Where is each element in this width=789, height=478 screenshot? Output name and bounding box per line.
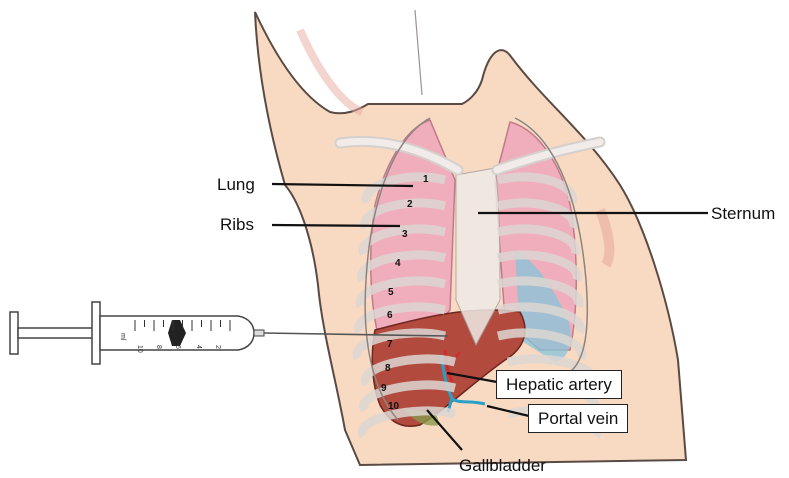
rib-number-7: 7 <box>387 339 393 350</box>
rib-number-2: 2 <box>407 199 413 210</box>
rib-number-8: 8 <box>385 363 391 374</box>
plunger-thumb-rest <box>10 312 18 354</box>
scale-number-2: 2 <box>214 345 221 349</box>
rib-number-3: 3 <box>402 229 408 240</box>
label-sternum: Sternum <box>711 205 775 222</box>
rib-number-1: 1 <box>423 174 429 185</box>
rib-number-9: 9 <box>381 383 387 394</box>
label-portal-vein: Portal vein <box>528 404 628 433</box>
rib-number-4: 4 <box>395 258 401 269</box>
scale-number-8: 8 <box>155 345 162 349</box>
needle-hub <box>254 330 264 336</box>
barrel-flange <box>92 302 100 364</box>
label-hepatic-artery: Hepatic artery <box>496 370 622 399</box>
label-gallbladder: Gallbladder <box>459 457 546 474</box>
rib-number-10: 10 <box>388 401 400 412</box>
scale-number-10: 10 <box>136 345 143 353</box>
rib-number-6: 6 <box>387 310 393 321</box>
rib-number-5: 5 <box>388 287 394 298</box>
label-lung: Lung <box>217 176 255 193</box>
plunger-rod <box>18 328 96 338</box>
label-ribs: Ribs <box>220 216 254 233</box>
scale-number-4: 4 <box>195 345 202 349</box>
scale-number-6: 6 <box>174 345 181 349</box>
ribs-leader-line <box>272 225 400 226</box>
syringe-unit-label: ml <box>119 333 126 341</box>
